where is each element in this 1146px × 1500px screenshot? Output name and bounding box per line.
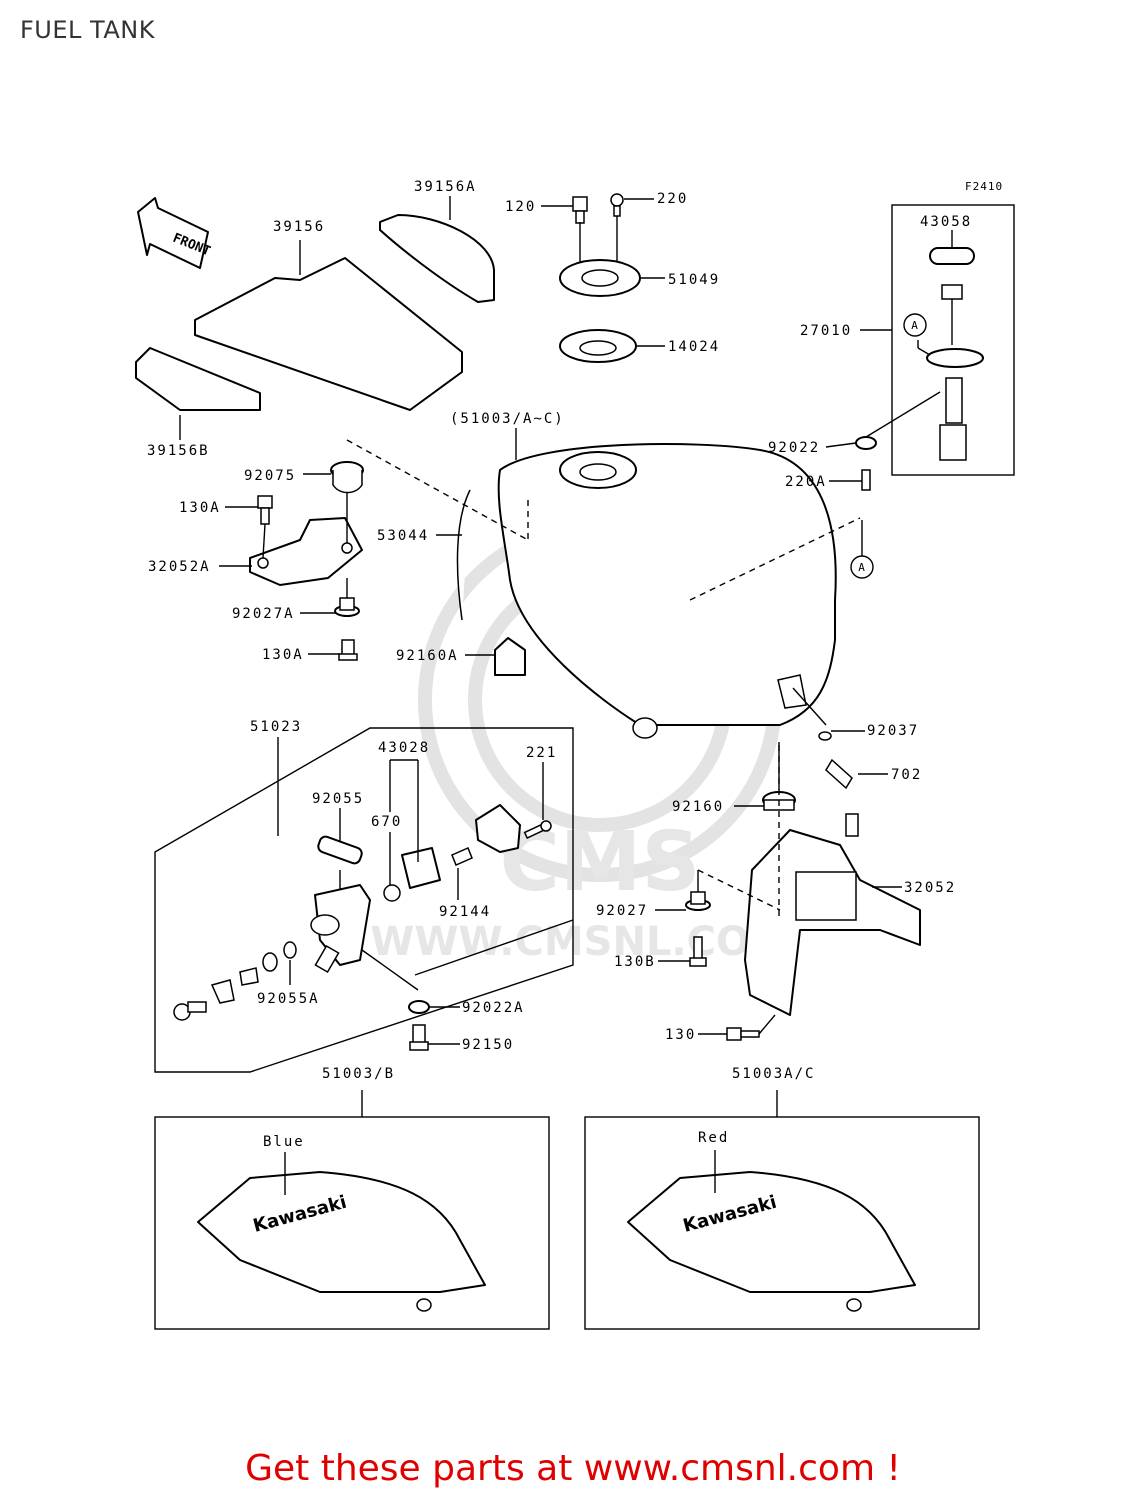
- label-51049: 51049: [668, 272, 720, 288]
- label-92075: 92075: [244, 468, 296, 484]
- bolt-130: [726, 1027, 760, 1041]
- label-32052A: 32052A: [148, 559, 211, 575]
- label-39156B: 39156B: [147, 443, 210, 459]
- bolt-120: [572, 196, 588, 224]
- washer-92022A: [408, 1000, 430, 1014]
- damper-92075: [330, 461, 364, 494]
- label-130A-top: 130A: [179, 500, 221, 516]
- callout-a-2: A: [850, 555, 874, 579]
- promo-link[interactable]: Get these parts at www.cmsnl.com !: [245, 1448, 901, 1489]
- label-92027A: 92027A: [232, 606, 295, 622]
- cover-diaphragm: [475, 804, 521, 853]
- bolt-130B: [689, 936, 707, 967]
- page-title: FUEL TANK: [20, 16, 155, 44]
- oring-92055A: [283, 941, 297, 959]
- label-220: 220: [657, 191, 688, 207]
- label-92022A: 92022A: [462, 1000, 525, 1016]
- label-39156A: 39156A: [414, 179, 477, 195]
- collar-92027: [685, 891, 711, 911]
- label-92037: 92037: [867, 723, 919, 739]
- label-92027: 92027: [596, 903, 648, 919]
- collar-92027A: [334, 597, 360, 617]
- label-51003B: 51003/B: [322, 1066, 395, 1082]
- fuel-cock-51023: [310, 870, 371, 974]
- callout-a-1: A: [903, 313, 927, 337]
- label-53044: 53044: [377, 528, 429, 544]
- gasket-92055: [317, 835, 363, 865]
- tank-mount-eye: [632, 717, 658, 739]
- label-27010: 27010: [800, 323, 852, 339]
- label-130B: 130B: [614, 954, 656, 970]
- oring-670: [383, 884, 401, 902]
- label-130: 130: [665, 1027, 696, 1043]
- label-51023: 51023: [250, 719, 302, 735]
- svg-text:A: A: [858, 561, 866, 574]
- gasket-43058: [929, 247, 975, 265]
- variant-color-red: Red: [698, 1130, 729, 1146]
- bracket-32052A: [249, 517, 363, 586]
- clamp-92037: [818, 731, 832, 741]
- label-92160A: 92160A: [396, 648, 459, 664]
- pad-39156B: [135, 347, 261, 411]
- label-43028: 43028: [378, 740, 430, 756]
- label-32052: 32052: [904, 880, 956, 896]
- label-130A-bottom: 130A: [262, 647, 304, 663]
- label-14024: 14024: [668, 339, 720, 355]
- pad-39156A: [379, 214, 495, 303]
- washer-92022: [855, 436, 877, 450]
- label-92022: 92022: [768, 440, 820, 456]
- svg-text:A: A: [911, 319, 919, 332]
- fuel-sender-27010: [926, 284, 984, 461]
- lever-assembly: [173, 952, 278, 1021]
- label-92055: 92055: [312, 791, 364, 807]
- label-51003AC: 51003A/C: [732, 1066, 815, 1082]
- screw-221: [523, 820, 552, 839]
- hose-702: [825, 758, 853, 790]
- diagram-code: F2410: [965, 180, 1003, 193]
- label-92144: 92144: [439, 904, 491, 920]
- spring-92144: [451, 847, 473, 866]
- variant-box-red: [584, 1116, 980, 1330]
- tank-decal-red: [627, 1171, 916, 1312]
- fuel-cock-group-box: [154, 727, 574, 1073]
- part-labels: 39156A 39156 39156B 120 220 51049 14024 …: [147, 179, 972, 1082]
- gasket-14024: [559, 329, 637, 363]
- sender-group-box: [891, 204, 1015, 476]
- breather-hose-53044: [456, 489, 471, 621]
- label-92160: 92160: [672, 799, 724, 815]
- variant-color-blue: Blue: [263, 1134, 305, 1150]
- bolt-130A-top: [257, 495, 273, 525]
- seat-pad-39156: [194, 257, 463, 411]
- tank-decal-blue: [197, 1171, 486, 1312]
- label-51003-group: (51003/A~C): [450, 411, 565, 427]
- label-670: 670: [371, 814, 402, 830]
- tank-drain-nipple: [777, 674, 807, 709]
- watermark-url: WWW.CMSNL.COM: [370, 919, 790, 965]
- bolt-220A: [861, 469, 871, 491]
- fuel-tank-51003: [497, 443, 837, 726]
- bracket-32052: [744, 829, 921, 1016]
- label-220A: 220A: [785, 474, 827, 490]
- label-43058: 43058: [920, 214, 972, 230]
- bolt-130A-bottom: [338, 639, 358, 661]
- label-221: 221: [526, 745, 557, 761]
- label-39156: 39156: [273, 219, 325, 235]
- screw-220: [610, 193, 624, 217]
- label-92150: 92150: [462, 1037, 514, 1053]
- variant-box-blue: [154, 1116, 550, 1330]
- bolt-92150: [409, 1024, 429, 1051]
- label-702: 702: [891, 767, 922, 783]
- diaphragm-43028: [401, 847, 441, 889]
- label-120: 120: [505, 199, 536, 215]
- label-92055A: 92055A: [257, 991, 320, 1007]
- damper-92160A: [494, 637, 526, 676]
- mounting-dash-lines: [346, 439, 861, 920]
- watermark-logo: CMS: [500, 815, 701, 910]
- filler-cap-51049: [559, 259, 641, 297]
- front-arrow-icon: FRONT: [137, 197, 213, 269]
